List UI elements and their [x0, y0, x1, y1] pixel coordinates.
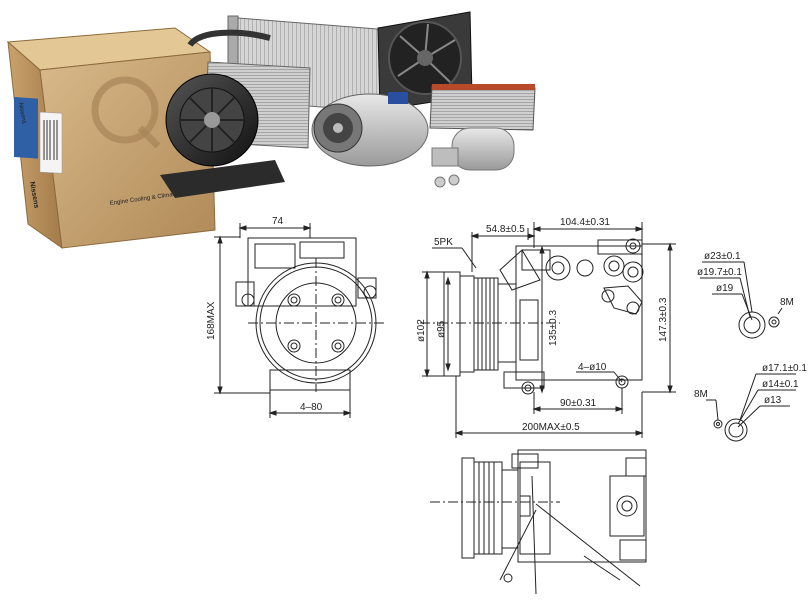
total-length-dim: 200MAX±0.5: [522, 422, 580, 433]
belt-type-label: 5PK: [434, 237, 453, 248]
port-bottom-thread: 8M: [694, 389, 708, 400]
port-top-thread: 8M: [780, 297, 794, 308]
port-top-d2: ø19.7±0.1: [697, 267, 742, 278]
side-view-drawing: [420, 222, 676, 438]
total-height-dim: 147.3±0.3: [658, 297, 669, 342]
blower-motor: [160, 73, 285, 198]
q-logo-icon: [91, 76, 159, 144]
port-top-d3: ø19: [716, 283, 734, 294]
port-bottom-d3: ø13: [764, 395, 782, 406]
ac-compressor: [311, 92, 429, 167]
mount-holes-dim: 4–ø10: [578, 362, 607, 373]
port-bottom-d2: ø14±0.1: [762, 379, 799, 390]
receiver-drier: [431, 127, 515, 188]
side-top-a-dim: 54.8±0.5: [486, 224, 525, 235]
pulley-outer-dia: ø102: [416, 319, 427, 342]
pulley-inner-dia: ø95: [436, 320, 447, 338]
heater-core: [429, 84, 536, 131]
center-height-dim: 135±0.3: [548, 309, 559, 346]
front-bottom-dim: 4–80: [300, 402, 323, 413]
front-height-dim: 168MAX: [206, 301, 217, 340]
port-top-d1: ø23±0.1: [704, 251, 741, 262]
port-top-detail: [700, 261, 783, 339]
mount-spacing-dim: 90±0.31: [560, 398, 597, 409]
port-bottom-d1: ø17.1±0.1: [762, 363, 807, 374]
front-view-drawing: [214, 223, 384, 418]
top-view-drawing: [430, 449, 647, 595]
port-bottom-detail: [706, 373, 796, 442]
side-top-b-dim: 104.4±0.31: [560, 217, 610, 228]
front-width-dim: 74: [272, 216, 284, 227]
box-brand-side: Nissens: [28, 181, 40, 209]
box-brand-top: Nissens: [17, 102, 27, 124]
ac-pipe: [187, 29, 271, 48]
